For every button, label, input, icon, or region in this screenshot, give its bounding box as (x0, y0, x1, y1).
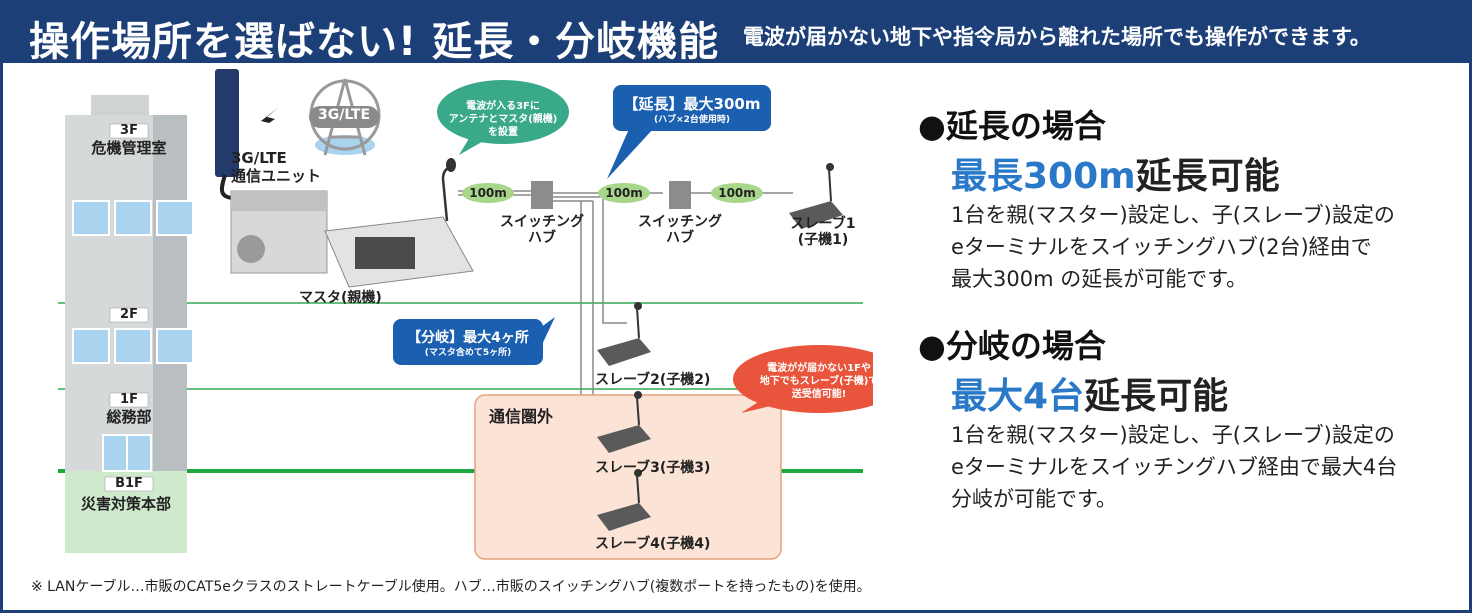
extension-highlight-blue: 最長300m (951, 156, 1136, 197)
extension-bubble-tail (607, 129, 653, 179)
branch-section: ●分岐の場合 最大4台延長可能 1台を親(マスター)設定し、子(スレーブ)設定の… (918, 321, 1471, 515)
master-label: マスタ(親機) (299, 290, 382, 306)
slave2-label: スレーブ2(子機2) (595, 372, 711, 388)
extension-desc-line-2: eターミナルをスイッチングハブ(2台)経由で (951, 235, 1372, 259)
outside-bubble-tail (741, 399, 775, 413)
branch-description: 1台を親(マスター)設定し、子(スレーブ)設定の eターミナルをスイッチングハブ… (951, 419, 1471, 515)
out-of-range-zone (474, 394, 782, 560)
floor-tags (104, 123, 154, 492)
hub1-label-1: スイッチング (500, 214, 584, 230)
building-roof (91, 95, 149, 117)
lte-badge (309, 106, 379, 128)
slave3-label: スレーブ3(子機3) (595, 460, 711, 476)
slave1-label-2: (子機1) (797, 232, 849, 248)
signal-bolt-icon (251, 107, 279, 135)
extension-desc-line-1: 1台を親(マスター)設定し、子(スレーブ)設定の (951, 203, 1395, 227)
outside-bubble-line-2: 地下でもスレーブ(子機)で (759, 376, 879, 387)
extension-highlight: 最長300m延長可能 (951, 147, 1471, 199)
branch-bubble-title: 【分岐】最大4ヶ所 (407, 330, 529, 346)
slave4-label: スレーブ4(子機4) (595, 536, 711, 552)
branch-bubble-note: (マスタ含めて5ヶ所) (424, 348, 512, 358)
door-1f (102, 434, 152, 472)
branch-desc-line-2: eターミナルをスイッチングハブ経由で最大4台 (951, 455, 1398, 479)
master-mic-head (446, 158, 456, 172)
page-title: 操作場所を選ばない! 延長・分岐機能 (29, 19, 720, 65)
extension-section: ●延長の場合 最長300m延長可能 1台を親(マスター)設定し、子(スレーブ)設… (918, 101, 1471, 295)
lte-unit (215, 69, 239, 177)
outside-bubble (733, 345, 873, 413)
outside-bubble-line-1: 電波がが届かない1Fや (767, 363, 871, 374)
distance-label-2: 100m (605, 186, 643, 200)
antenna-bubble-line-2: アンテナとマスタ(親機) (448, 114, 558, 125)
room-label-b1f: 災害対策本部 (80, 495, 171, 513)
extension-bubble-note: (ハブ×2台使用時) (653, 115, 731, 125)
antenna-bubble-line-3: を設置 (488, 127, 518, 138)
master-mic-icon (441, 165, 452, 222)
branch-bubble-tail (533, 317, 555, 351)
distance-pill-2 (598, 183, 650, 203)
floor-label-b1f: B1F (115, 476, 143, 491)
floor-label-2f: 2F (120, 307, 138, 322)
extension-highlight-black: 延長可能 (1135, 156, 1280, 197)
page-subtitle: 電波が届かない地下や指令局から離れた場所でも操作ができます。 (743, 25, 1371, 49)
distance-pill-1 (462, 183, 514, 203)
switching-hub-2 (669, 181, 691, 209)
network-diagram (58, 69, 873, 560)
antenna-bubble-line-1: 電波が入る3Fに (466, 101, 540, 112)
antenna-bubble-tail (459, 135, 487, 155)
out-of-range-label: 通信圏外 (489, 407, 554, 426)
floor-label-1f: 1F (120, 392, 138, 407)
lte-badge-label: 3G/LTE (317, 107, 371, 123)
switching-hub-1 (531, 181, 553, 209)
branch-desc-line-3: 分岐が可能です。 (951, 487, 1117, 511)
branch-heading: ●分岐の場合 (918, 327, 1106, 365)
hub2-label-1: スイッチング (638, 214, 722, 230)
room-label-1f: 総務部 (106, 408, 152, 426)
distance-label-3: 100m (718, 186, 756, 200)
footer-note: ※ LANケーブル…市販のCAT5eクラスのストレートケーブル使用。ハブ…市販の… (31, 579, 871, 595)
distance-pill-3 (711, 183, 763, 203)
outside-bubble-line-3: 送受信可能! (791, 389, 847, 400)
slave-console-1 (789, 163, 843, 229)
window-group-2f (72, 328, 194, 364)
extension-heading: ●延長の場合 (918, 107, 1106, 145)
slave1-label-1: スレーブ1 (790, 216, 856, 232)
master-keypad (355, 237, 415, 269)
speaker-icon (237, 235, 265, 263)
branch-desc-line-1: 1台を親(マスター)設定し、子(スレーブ)設定の (951, 423, 1395, 447)
branch-highlight-blue: 最大4台 (951, 376, 1085, 417)
header-bar: 操作場所を選ばない! 延長・分岐機能 電波が届かない地下や指令局から離れた場所で… (3, 3, 1469, 65)
slave-console-4 (597, 469, 651, 531)
floor-label-3f: 3F (120, 123, 138, 138)
branch-highlight: 最大4台延長可能 (951, 367, 1471, 419)
room-label-3f: 危機管理室 (91, 139, 167, 157)
slave-console-3 (597, 391, 651, 453)
lte-unit-label-1: 3G/LTE (231, 149, 287, 167)
master-radio-face (231, 191, 327, 211)
antenna-bubble (437, 80, 569, 144)
extension-desc-line-3: 最大300m の延長が可能です。 (951, 267, 1248, 291)
branch-highlight-black: 延長可能 (1084, 376, 1229, 417)
branch-bubble (393, 319, 543, 365)
extension-description: 1台を親(マスター)設定し、子(スレーブ)設定の eターミナルをスイッチングハブ… (951, 199, 1471, 295)
distance-label-1: 100m (469, 186, 507, 200)
window-group-3f (72, 200, 194, 236)
extension-bubble (613, 85, 771, 131)
slave-console-2 (597, 302, 651, 366)
hub1-label-2: ハブ (528, 230, 556, 246)
lte-unit-label-2: 通信ユニット (231, 167, 322, 185)
extension-bubble-title: 【延長】最大300m (623, 95, 761, 113)
building-shade (153, 115, 187, 471)
hub2-label-2: ハブ (666, 230, 694, 246)
